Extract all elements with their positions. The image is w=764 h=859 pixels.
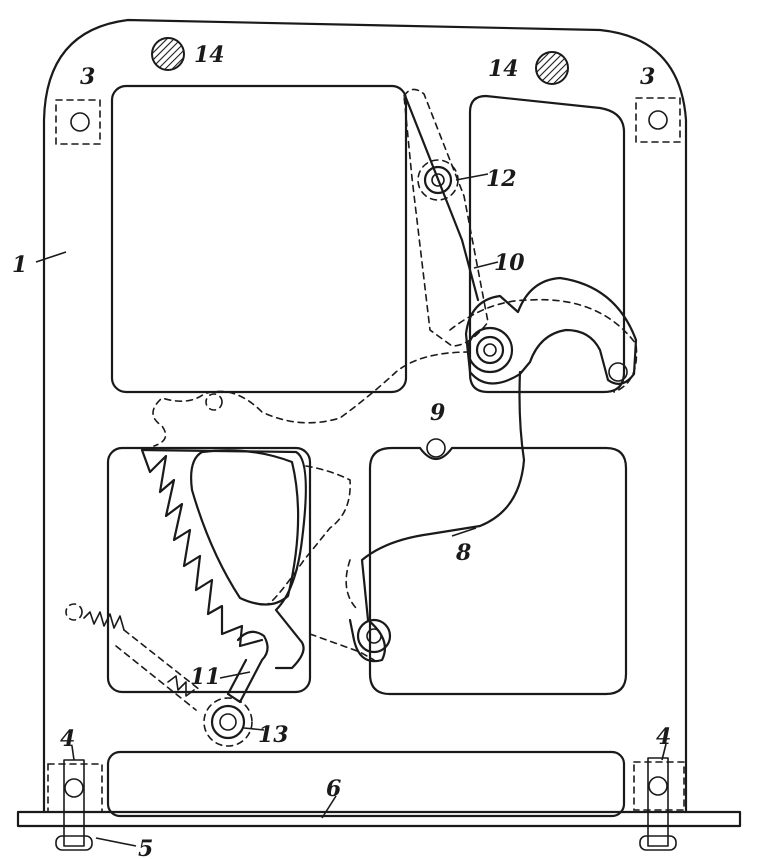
lever-pin-hole: [366, 628, 382, 644]
leader-1: [35, 251, 67, 263]
latch-arm: [404, 96, 480, 302]
leader-10: [473, 261, 499, 269]
screw-head-left: [55, 835, 93, 851]
lever-dashed-path: [152, 351, 471, 447]
lever-outline: [348, 370, 526, 663]
frame-outline: [42, 18, 688, 814]
spring-link-dashed: [115, 629, 201, 711]
lever-dashed-lower: [267, 465, 351, 605]
leader-6: [321, 795, 337, 819]
leader-8: [451, 527, 477, 537]
pawl-slot: [226, 630, 269, 704]
window-bottom-strip: [106, 750, 626, 818]
window-bottom-right: [368, 446, 628, 696]
foot-right-hole: [648, 776, 668, 796]
label-latch: 10: [494, 250, 525, 276]
latch-hook: [464, 276, 638, 385]
pin-upper-ring: [423, 165, 453, 195]
foot-left: [47, 763, 103, 813]
label-pin-lower: 13: [258, 722, 289, 748]
label-frame: 1: [12, 252, 27, 278]
label-screw: 5: [138, 836, 153, 859]
stud-right: [535, 51, 569, 85]
label-foot-right: 4: [656, 724, 671, 750]
foot-left-hole: [64, 778, 84, 798]
label-pivot: 9: [430, 400, 445, 426]
spring: [83, 611, 125, 631]
leader-4-left: [71, 745, 75, 761]
mount-square-left: [55, 99, 101, 145]
leader-11: [219, 671, 251, 679]
pin-lower-outer: [203, 697, 253, 747]
window-bottom-left: [106, 446, 312, 694]
pin-lower-ring: [210, 704, 246, 740]
mount-hole-right: [648, 110, 668, 130]
window-top-right: [468, 94, 626, 394]
label-mount-right: 3: [640, 64, 655, 90]
latch-pin-ring: [475, 335, 505, 365]
label-base-plate: 6: [326, 776, 341, 802]
leader-13: [243, 727, 265, 731]
pin-upper-hole: [431, 173, 445, 187]
lever-pin: [356, 618, 392, 654]
stud-left: [151, 37, 185, 71]
dashed-hole: [205, 393, 223, 411]
spring-anchor: [65, 603, 83, 621]
label-lever: 8: [455, 540, 471, 566]
latch-end-hole: [608, 362, 628, 382]
ratchet-teeth: [140, 448, 264, 648]
base-plate: [16, 810, 742, 828]
mount-square-right: [635, 97, 681, 143]
foot-right: [633, 761, 685, 811]
label-mount-left: 3: [80, 64, 95, 90]
label-stud-left: 14: [194, 42, 225, 68]
label-pawl: 11: [190, 664, 221, 690]
lever-dashed-return: [309, 559, 375, 661]
leader-12: [455, 173, 489, 181]
label-pin-upper: 12: [486, 166, 517, 192]
leader-5: [95, 837, 137, 847]
latch-hook-dashed: [449, 298, 638, 393]
latch-pin-outer: [466, 326, 514, 374]
pivot-hole: [426, 438, 446, 458]
foot-right-bolt: [647, 757, 669, 847]
screw-head-right: [639, 835, 677, 851]
latch-pin-hole: [483, 343, 497, 357]
ratchet-body: [140, 448, 307, 670]
ratchet-window: [190, 449, 300, 606]
window-top-left: [110, 84, 408, 394]
foot-left-bolt: [63, 759, 85, 847]
mount-hole-left: [70, 112, 90, 132]
pin-lower-hole: [219, 713, 237, 731]
label-stud-right: 14: [488, 56, 519, 82]
spring-coil-lower: [167, 675, 195, 697]
label-foot-left: 4: [60, 726, 75, 752]
leader-4-right: [661, 743, 667, 761]
